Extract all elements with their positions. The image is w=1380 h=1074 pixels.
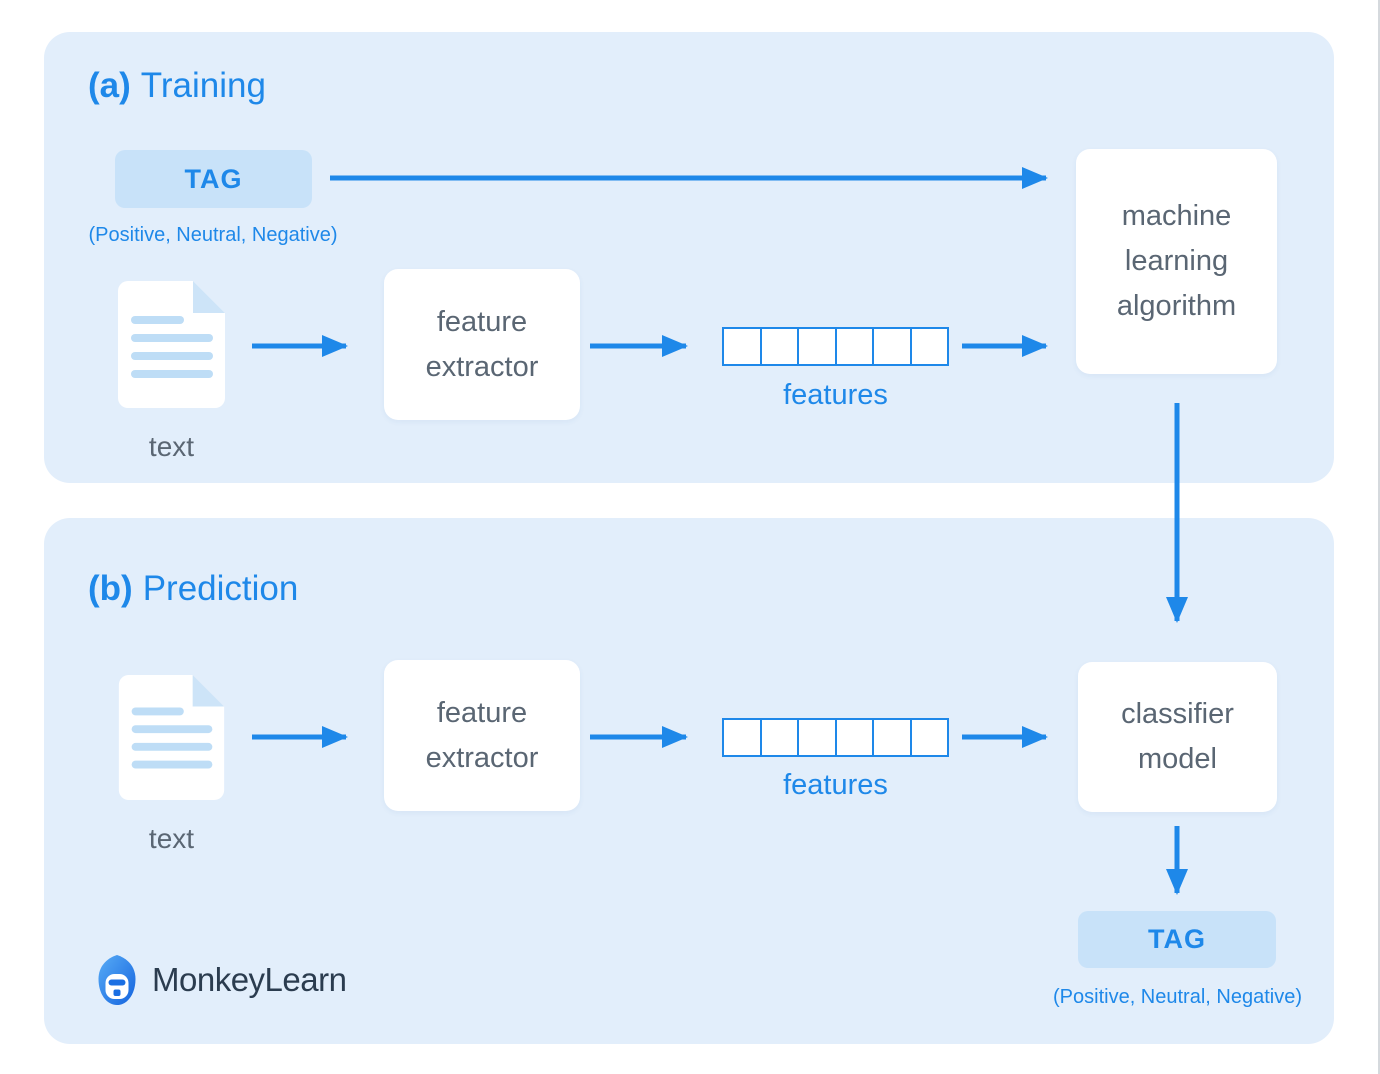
feature-cell	[724, 720, 762, 755]
training-title-prefix: (a)	[88, 66, 131, 105]
document-fold	[192, 675, 225, 707]
prediction-title-text: Prediction	[142, 569, 299, 608]
machine-learning-algorithm-box: machine learning algorithm	[1076, 149, 1277, 374]
prediction-text-label: text	[148, 823, 195, 854]
prediction-feature-extractor-box: feature extractor	[384, 660, 580, 811]
feature-cell	[874, 329, 912, 364]
prediction-features-vector	[722, 718, 949, 757]
feature-cell	[762, 720, 799, 755]
prediction-features-label: features	[783, 769, 888, 801]
monkeylearn-logo: MonkeyLearn	[96, 954, 347, 1006]
feature-cell	[837, 720, 874, 755]
feature-cell	[762, 329, 799, 364]
feature-cell	[874, 720, 912, 755]
training-title: (a)Training	[88, 66, 266, 106]
document-fold	[193, 281, 225, 313]
prediction-title-prefix: (b)	[88, 569, 133, 608]
monkeylearn-monkey-icon	[98, 955, 136, 1005]
feature-cell	[724, 329, 762, 364]
prediction-tag-values: (Positive, Neutral, Negative)	[1053, 986, 1302, 1008]
training-feature-extractor-box: feature extractor	[384, 269, 580, 420]
training-tag-values: (Positive, Neutral, Negative)	[88, 224, 338, 246]
training-features-vector	[722, 327, 949, 366]
feature-cell	[799, 329, 837, 364]
prediction-tag-box: TAG	[1078, 911, 1276, 968]
page-right-border	[1378, 0, 1380, 1074]
feature-cell	[912, 720, 948, 755]
training-features-label: features	[783, 379, 888, 411]
feature-cell	[912, 329, 948, 364]
training-tag-box: TAG	[115, 150, 312, 208]
document-icon	[118, 281, 225, 408]
document-icon	[118, 675, 225, 800]
feature-cell	[799, 720, 837, 755]
feature-cell	[837, 329, 874, 364]
training-text-label: text	[148, 431, 195, 462]
prediction-title: (b)Prediction	[88, 569, 298, 609]
classifier-model-box: classifier model	[1078, 662, 1277, 812]
monkeylearn-wordmark: MonkeyLearn	[152, 961, 347, 998]
training-title-text: Training	[140, 66, 266, 105]
